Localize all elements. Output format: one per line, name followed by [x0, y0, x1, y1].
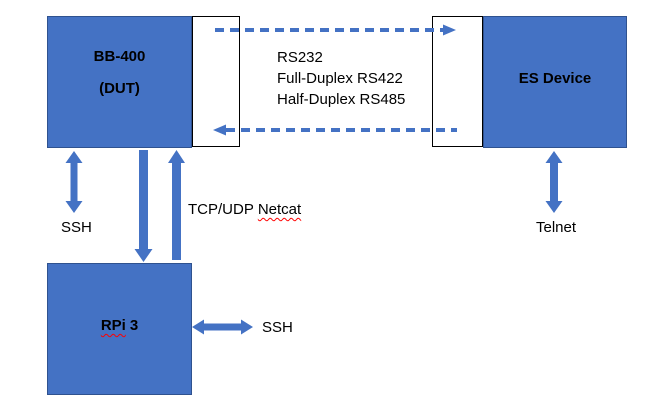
label-netcat-word: Netcat — [257, 201, 302, 218]
bb400-serial-port-box — [192, 16, 240, 147]
label-tcp-udp-prefix: TCP/UDP — [188, 201, 254, 218]
serial-rx-dashed-arrow — [213, 124, 457, 136]
netcat-up-arrow — [168, 150, 185, 260]
label-telnet: Telnet — [536, 219, 577, 236]
serial-protocol-labels: RS232 Full-Duplex RS422 Half-Duplex RS48… — [277, 47, 405, 110]
serial-protocol-rs232: RS232 — [277, 49, 323, 66]
node-bb400: BB-400 (DUT) — [47, 16, 192, 148]
rpi3-title-number: 3 — [129, 317, 139, 334]
bb400-subtitle: (DUT) — [99, 80, 140, 97]
node-es-device: ES Device — [483, 16, 627, 148]
label-ssh-rpi3: SSH — [262, 319, 293, 336]
serial-tx-dashed-arrow — [215, 24, 456, 36]
ssh-double-arrow-rpi3 — [192, 319, 253, 335]
ssh-double-arrow-bb400 — [65, 151, 83, 213]
rpi3-title-word: RPi — [100, 317, 126, 334]
label-ssh-bb400: SSH — [61, 219, 92, 236]
netcat-down-arrow — [134, 150, 153, 262]
es-serial-port-box — [432, 16, 483, 147]
serial-protocol-rs422: Full-Duplex RS422 — [277, 70, 403, 87]
serial-protocol-rs485: Half-Duplex RS485 — [277, 91, 406, 108]
bb400-title: BB-400 — [93, 48, 146, 65]
es-device-title: ES Device — [518, 70, 592, 87]
telnet-double-arrow — [545, 151, 563, 213]
